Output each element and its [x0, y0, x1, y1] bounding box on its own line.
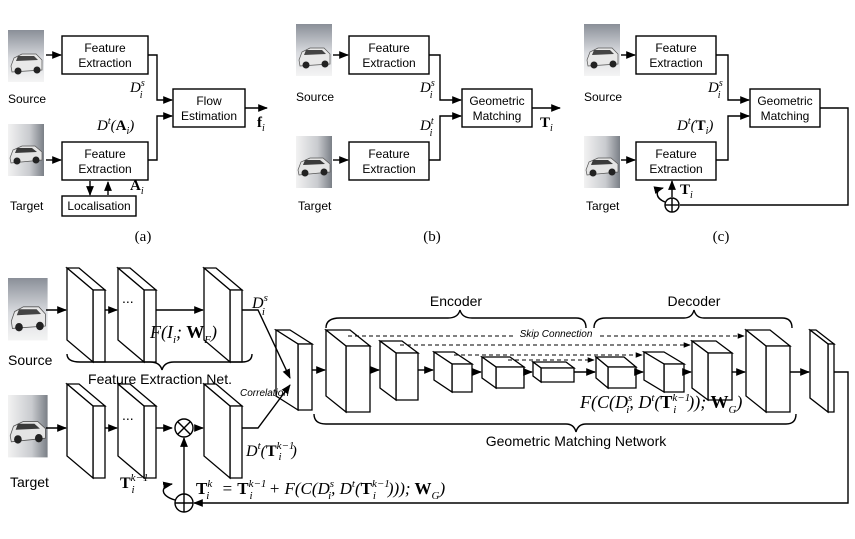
- panel-c: Source Target Feature Extraction Feature…: [583, 23, 849, 245]
- source-label: Source: [584, 90, 622, 104]
- fe-block-bot-2: [116, 382, 158, 480]
- feature-extraction-box-src: [635, 35, 717, 75]
- source-car-image: [7, 29, 45, 83]
- encoder-label: Encoder: [430, 293, 482, 309]
- math-T-b: Ti: [540, 115, 553, 134]
- fe-src-line1: Feature: [655, 41, 697, 55]
- fe-tgt-line1: Feature: [84, 147, 126, 161]
- target-label: Target: [586, 199, 620, 213]
- source-car-image: [583, 23, 621, 77]
- localisation-label: Localisation: [67, 199, 130, 213]
- math-T-c: Ti: [680, 182, 693, 201]
- decoder-layer-3: [690, 339, 734, 402]
- fe-block-top-1: [65, 266, 107, 364]
- fe-tgt-line1: Feature: [368, 147, 410, 161]
- fe-tgt-line2: Extraction: [362, 162, 415, 176]
- target-label: Target: [10, 474, 49, 490]
- encoder-brace: [325, 309, 587, 329]
- encoder-layer-1: [324, 328, 372, 414]
- math-f-a: fi: [257, 115, 265, 134]
- feature-extraction-box-tgt: [61, 141, 149, 181]
- source-car-image: [7, 277, 49, 342]
- encoder-layer-4: [479, 355, 527, 390]
- caption-c: (c): [713, 229, 730, 245]
- source-label: Source: [8, 352, 53, 368]
- flow-line1: Flow: [196, 94, 222, 108]
- flow-line2: Estimation: [181, 109, 237, 123]
- fe-tgt-line2: Extraction: [649, 162, 702, 176]
- fe-src-line2: Extraction: [649, 56, 702, 70]
- brace-feature-extraction: [66, 353, 253, 371]
- gm-line1: Geometric: [757, 94, 812, 108]
- target-car-image: [7, 394, 49, 458]
- gm-line2: Matching: [473, 109, 522, 123]
- target-car-image: [583, 135, 621, 189]
- math-A-a: Ai: [130, 178, 144, 197]
- encoder-layer-2: [378, 339, 420, 402]
- fe-src-line1: Feature: [368, 41, 410, 55]
- feature-extraction-net-label: Feature Extraction Net.: [88, 371, 232, 387]
- fe-src-line2: Extraction: [362, 56, 415, 70]
- feature-extraction-box-tgt: [348, 141, 430, 181]
- flow-estimation-box: [172, 88, 246, 128]
- gm-line1: Geometric: [469, 94, 524, 108]
- bottleneck-layer: [531, 360, 576, 384]
- gmn-brace: [313, 413, 797, 433]
- localisation-box: [61, 195, 137, 217]
- correlation-label: Correlation: [240, 388, 289, 399]
- target-car-image: [7, 123, 45, 177]
- fe-tgt-line1: Feature: [655, 147, 697, 161]
- source-car-image: [295, 23, 333, 77]
- geometric-matching-box: [749, 88, 821, 128]
- decoder-brace: [593, 309, 793, 329]
- fe-src-line2: Extraction: [78, 56, 131, 70]
- bottom-network: Source Target ... F(Ii; WF) Feature Extr…: [7, 266, 849, 513]
- fe-block-top-3: [202, 266, 244, 364]
- fe-block-bot-1: [65, 382, 107, 480]
- math-DtT-c: Dt(Ti): [676, 116, 713, 137]
- target-label: Target: [10, 199, 44, 213]
- caption-b: (b): [423, 229, 441, 245]
- target-car-image: [295, 135, 333, 189]
- fe-block-bot-3: [202, 382, 244, 480]
- feature-extraction-box-src: [61, 35, 149, 75]
- source-label: Source: [8, 92, 46, 106]
- ellipsis-bot: ...: [122, 407, 134, 423]
- fe-tgt-line2: Extraction: [78, 162, 131, 176]
- output-layer: [808, 328, 836, 414]
- caption-a: (a): [135, 229, 152, 245]
- skip-connection-label: Skip Connection: [520, 329, 593, 340]
- encoder-layer-3: [431, 350, 475, 394]
- target-label: Target: [298, 199, 332, 213]
- panel-b: Source Target Feature Extraction Feature…: [295, 23, 561, 245]
- times-circle-icon: [174, 418, 194, 438]
- source-label: Source: [296, 90, 334, 104]
- decoder-layer-4: [744, 328, 792, 414]
- fe-src-line1: Feature: [84, 41, 126, 55]
- decoder-layer-2: [641, 350, 687, 394]
- geometric-matching-box: [461, 88, 533, 128]
- decoder-label: Decoder: [668, 293, 721, 309]
- gm-line2: Matching: [761, 109, 810, 123]
- panel-a: Source Target Feature Extraction Feature…: [7, 29, 268, 245]
- gmn-label: Geometric Matching Network: [486, 433, 668, 449]
- math-DtA-a: Dt(Ai): [96, 116, 134, 137]
- decoder-layer-1: [594, 355, 638, 390]
- feature-extraction-box-tgt: [635, 141, 717, 181]
- fe-block-top-2: [116, 266, 158, 364]
- ellipsis-top: ...: [122, 290, 134, 306]
- skip-label-bg: [515, 327, 597, 339]
